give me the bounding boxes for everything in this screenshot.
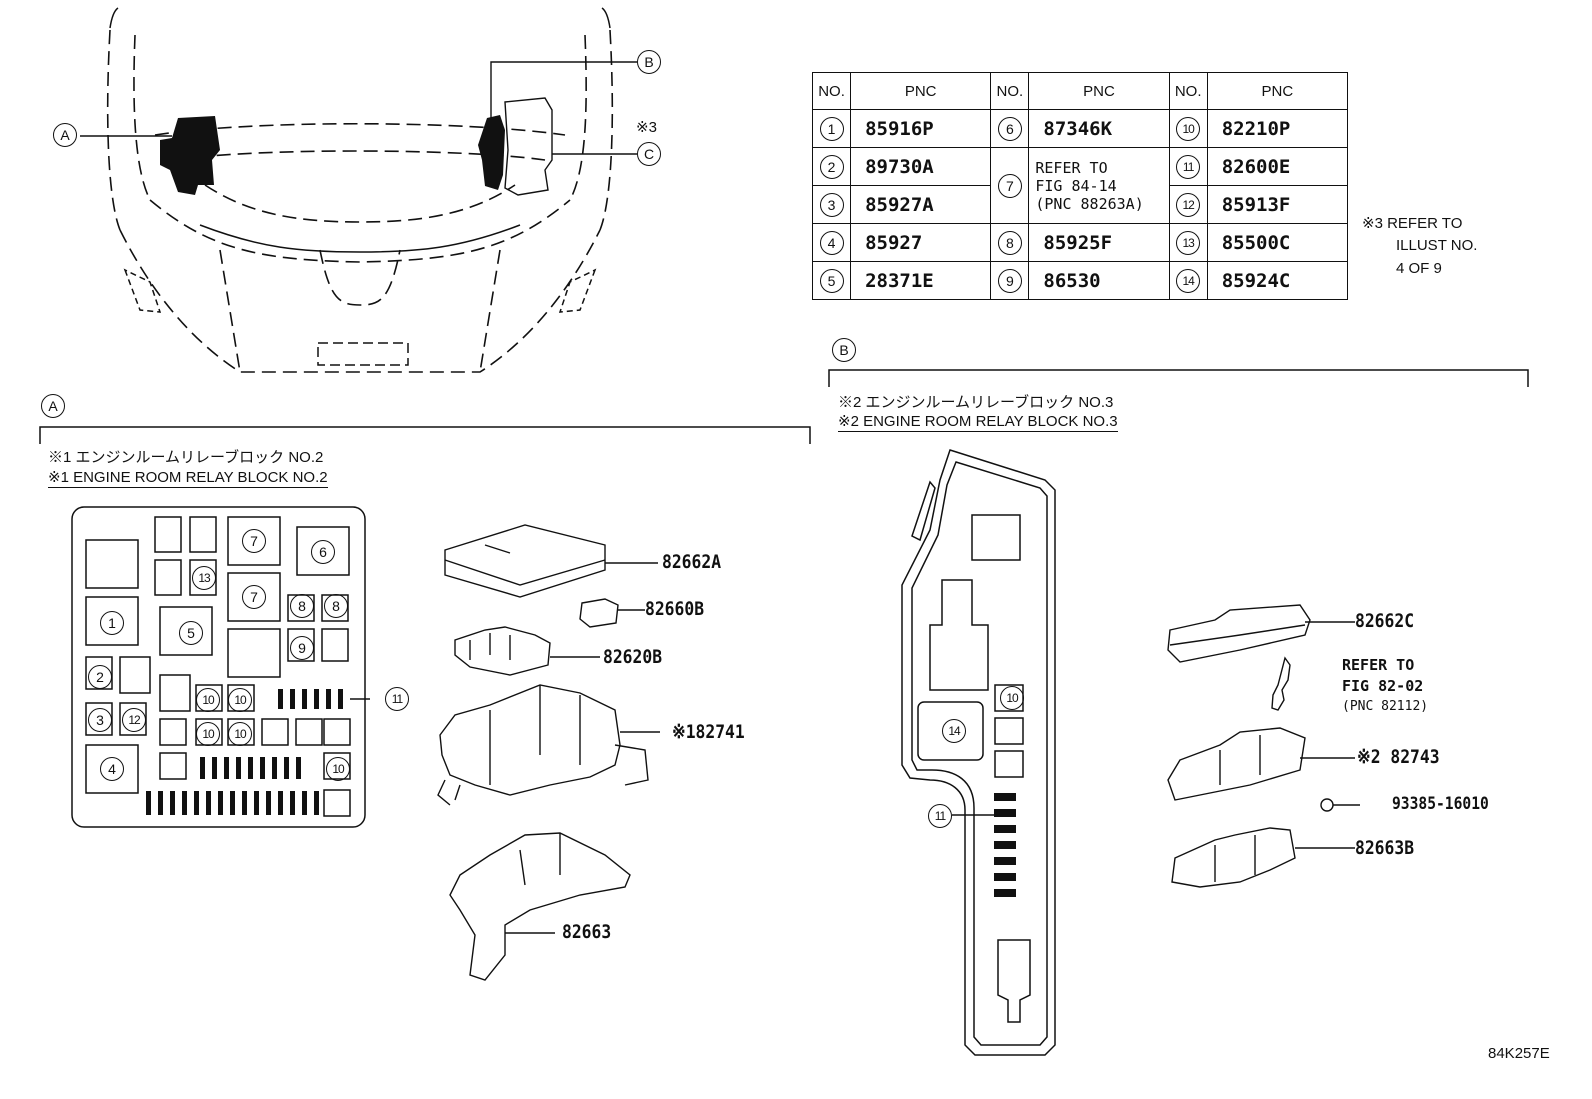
slot-label: 4 [100,757,124,781]
section-a-title-jp: ※1 エンジンルームリレーブロック NO.2 [48,449,324,466]
slot-label: 3 [88,708,112,732]
slot-label: 1 [100,611,124,635]
table-row: 1 85916P 6 87346K 10 82210P [811,109,1349,148]
relay-block-no3-layout [901,449,1056,1056]
pnc-cell: 85924C [1206,261,1349,300]
refer-fig-82-02-line-3: (PNC 82112) [1342,699,1429,714]
item-number: 11 [1176,154,1201,179]
section-b-bracket [828,369,1529,387]
refer-fig-82-02-line-1: REFER TO [1342,656,1415,674]
refer-fig-82-02-line-2: FIG 82-02 [1342,677,1424,695]
slot-label: 10 [228,688,252,712]
slot-label: 10 [196,688,220,712]
section-a-marker: A [41,394,65,418]
section-b-title-jp: ※2 エンジンルームリレーブロック NO.3 [838,394,1114,411]
item-number: 3 [819,192,844,217]
item-number: 12 [1176,192,1201,217]
note-3-line-1: ※3 REFER TO [1362,215,1463,232]
header-no-2: NO. [990,72,1030,110]
vehicle-front-view [80,7,637,373]
item-number: 10 [1176,116,1201,141]
item-number: 7 [997,173,1022,198]
pnc-cell: 89730A [850,147,992,186]
callout-c: C [637,142,661,166]
callout-11-b: 11 [928,804,952,828]
item-number: 1 [819,116,844,141]
pnc-cell: 85913F [1206,185,1349,224]
slot-label: 10 [1000,686,1024,710]
item-number: 14 [1176,268,1201,293]
item-number: 8 [997,230,1022,255]
callout-b: B [637,50,661,74]
pnc-cell: 82600E [1206,147,1349,186]
section-b-marker: B [832,338,856,362]
part-82620B: 82620B [603,646,663,668]
pnc-cell: 86530 [1028,261,1170,300]
slot-label: 9 [290,636,314,660]
slot-label: 8 [290,594,314,618]
parts-a-illustration [437,524,660,981]
slot-label: 14 [942,719,966,743]
slot-label: 6 [311,540,335,564]
item-number: 5 [819,268,844,293]
item-number: 2 [819,154,844,179]
slot-label: 13 [192,566,216,590]
section-a-bracket [39,426,811,444]
slot-label: 8 [324,594,348,618]
pnc-cell: 87346K [1028,109,1170,148]
pnc-cell: 85927 [850,223,992,262]
note-3-line-2: ILLUST NO. [1396,237,1478,254]
figure-id: 84K257E [1488,1045,1550,1062]
item-number: 4 [819,230,844,255]
section-a-title-en: ※1 ENGINE ROOM RELAY BLOCK NO.2 [48,469,328,488]
table-header-row: NO. PNC NO. PNC NO. PNC [811,72,1349,110]
pnc-cell: 82210P [1206,109,1349,148]
part-82741: ※182741 [672,721,745,743]
part-82662C: 82662C [1355,610,1415,632]
pnc-table: NO. PNC NO. PNC NO. PNC 1 85916P 6 87346… [811,72,1349,300]
item-number: 9 [997,268,1022,293]
slot-label: 10 [228,722,252,746]
parts-b-illustration [1167,604,1360,888]
pnc-cell: 85925F [1028,223,1170,262]
callout-11-a: 11 [385,687,409,711]
part-82663: 82663 [562,921,612,943]
table-row: 2 89730A 7 REFER TO FIG 84-14 (PNC 88263… [811,147,1349,224]
slot-label: 10 [326,757,350,781]
header-pnc-1: PNC [850,72,992,110]
refer-cell: REFER TO FIG 84-14 (PNC 88263A) [1028,147,1170,224]
item-number: 13 [1176,230,1201,255]
part-82662A: 82662A [662,551,722,573]
slot-label: 12 [122,708,146,732]
note-3-line-3: 4 OF 9 [1396,260,1442,277]
slot-label: 10 [196,722,220,746]
table-row: 3 85927A 12 85913F [811,185,1349,224]
pnc-cell: 85927A [850,185,992,224]
pnc-cell: 85916P [850,109,992,148]
header-pnc-3: PNC [1206,72,1349,110]
slot-label: 7 [242,585,266,609]
part-82663B: 82663B [1355,837,1415,859]
header-no-3: NO. [1168,72,1208,110]
part-93385-16010: 93385-16010 [1392,794,1489,814]
item-number: 6 [997,116,1022,141]
slot-label: 5 [179,621,203,645]
relay-block-no2-layout [71,506,370,828]
table-row: 4 85927 8 85925F 13 85500C [811,223,1349,262]
slot-label: 2 [88,665,112,689]
section-b-title-en: ※2 ENGINE ROOM RELAY BLOCK NO.3 [838,413,1118,432]
note-mark-3: ※3 [636,119,657,136]
pnc-cell: 28371E [850,261,992,300]
header-pnc-2: PNC [1028,72,1170,110]
pnc-cell: 85500C [1206,223,1349,262]
part-82660B: 82660B [645,598,705,620]
slot-label: 7 [242,529,266,553]
callout-a: A [53,123,77,147]
part-82743: ※2 82743 [1357,746,1440,768]
table-row: 5 28371E 9 86530 14 85924C [811,261,1349,300]
